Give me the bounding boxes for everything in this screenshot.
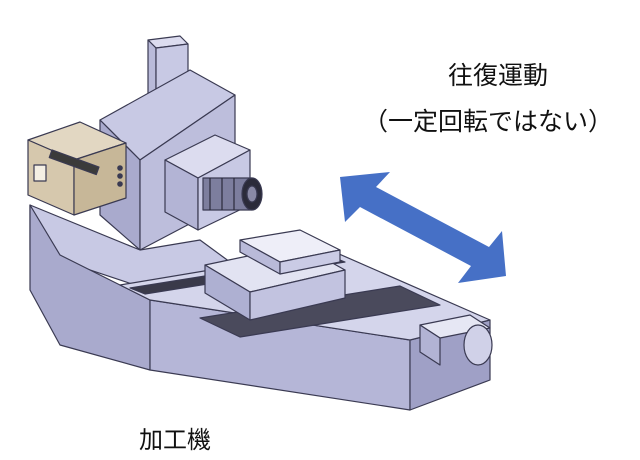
end-cap-cylinder: [463, 324, 493, 366]
control-box: [27, 121, 127, 216]
machine-label: 加工機: [139, 426, 211, 454]
motion-label: 往復運動: [448, 61, 549, 90]
spindle: [202, 177, 263, 211]
motion-note-label: （一定回転ではない）: [363, 107, 614, 136]
machine-tool-illustration: [27, 35, 493, 411]
double-headed-arrow-icon: [340, 172, 506, 283]
work-table-side: [279, 249, 341, 275]
table-saddle-side: [249, 269, 346, 321]
end-cap-front: [419, 324, 441, 366]
